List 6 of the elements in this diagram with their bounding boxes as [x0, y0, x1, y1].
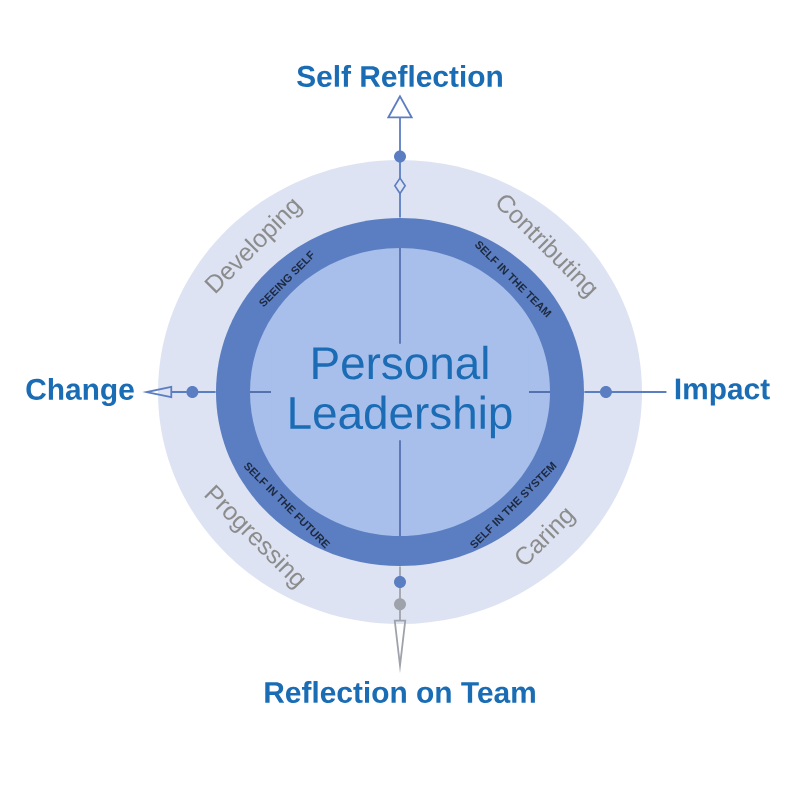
compass-needle — [583, 386, 668, 398]
center-title: Personal Leadership — [271, 343, 529, 441]
direction-label: Change — [26, 378, 134, 406]
direction-label: Reflection on Team — [265, 681, 535, 703]
direction-label: Self Reflection — [297, 65, 502, 87]
direction-label: Impact — [675, 378, 770, 406]
